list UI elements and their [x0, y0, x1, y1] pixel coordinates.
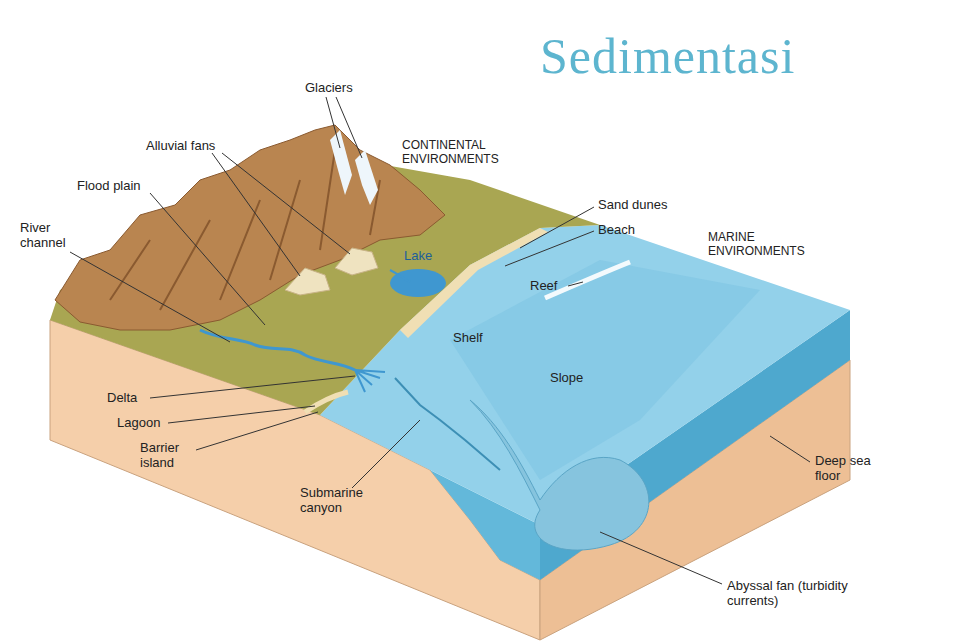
river [200, 330, 355, 370]
alluvial-fan [335, 248, 378, 275]
feature-label: Lake [404, 248, 432, 263]
feature-label: River channel [20, 220, 90, 250]
feature-label: Deep sea floor [815, 453, 887, 483]
alluvial-fan [285, 268, 330, 295]
feature-label: Delta [107, 390, 137, 405]
feature-label: Barrier island [140, 440, 206, 470]
mountains [55, 125, 445, 330]
reef [545, 262, 630, 298]
leader-lines [70, 97, 810, 584]
feature-label: Slope [550, 370, 583, 385]
feature-label: Abyssal fan (turbidity currents) [727, 578, 857, 608]
page-title: Sedimentasi [540, 28, 795, 84]
submarine-canyon [395, 378, 500, 470]
lake [390, 269, 446, 297]
feature-label: Sand dunes [598, 197, 667, 212]
glacier [355, 150, 378, 205]
delta [355, 370, 385, 392]
feature-label: Beach [598, 222, 635, 237]
feature-label: Glaciers [305, 80, 353, 95]
environment-heading: CONTINENTAL ENVIRONMENTS [402, 138, 542, 166]
feature-label: Submarine canyon [300, 485, 380, 515]
abyssal-fan [470, 400, 649, 550]
feature-label: Reef [530, 278, 557, 293]
feature-label: Alluvial fans [146, 138, 215, 153]
barrier-island [305, 392, 348, 412]
feature-label: Lagoon [117, 415, 160, 430]
stream [390, 270, 410, 282]
feature-label: Flood plain [77, 178, 141, 193]
feature-label: Shelf [453, 330, 483, 345]
glacier [330, 130, 352, 195]
environment-heading: MARINE ENVIRONMENTS [708, 230, 848, 258]
slope-shade [450, 260, 760, 480]
